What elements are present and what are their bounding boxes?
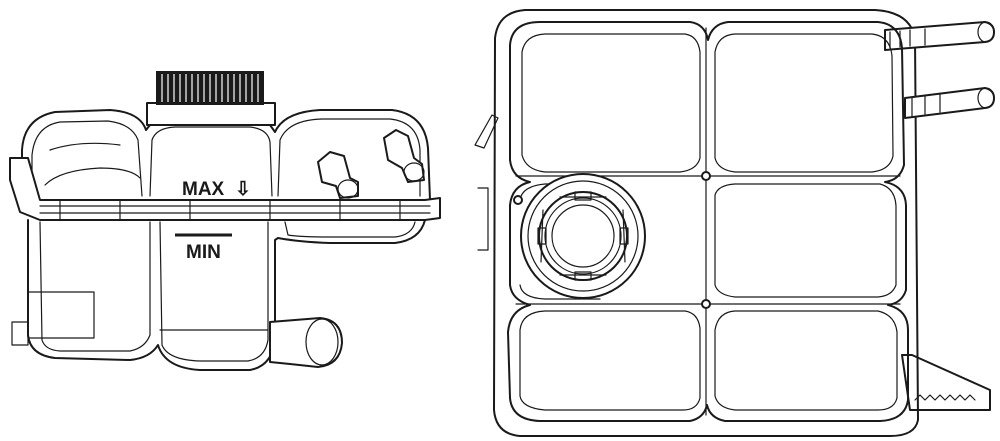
filler-opening xyxy=(520,173,646,299)
max-label: MAX xyxy=(182,179,225,200)
hose-nipple-2 xyxy=(383,129,425,183)
max-level-marking: MAX ⇩ xyxy=(182,179,251,200)
min-label: MIN xyxy=(186,242,221,263)
min-level-marking: MIN xyxy=(175,233,232,263)
hose-nipple-1 xyxy=(317,151,359,199)
side-view: MAX ⇩ MIN xyxy=(9,71,441,371)
top-hose-outlet-1 xyxy=(884,21,995,51)
top-view xyxy=(474,9,995,437)
max-arrow: ⇩ xyxy=(235,179,251,200)
top-hose-outlet-2 xyxy=(904,87,995,119)
filler-cap xyxy=(146,71,276,126)
